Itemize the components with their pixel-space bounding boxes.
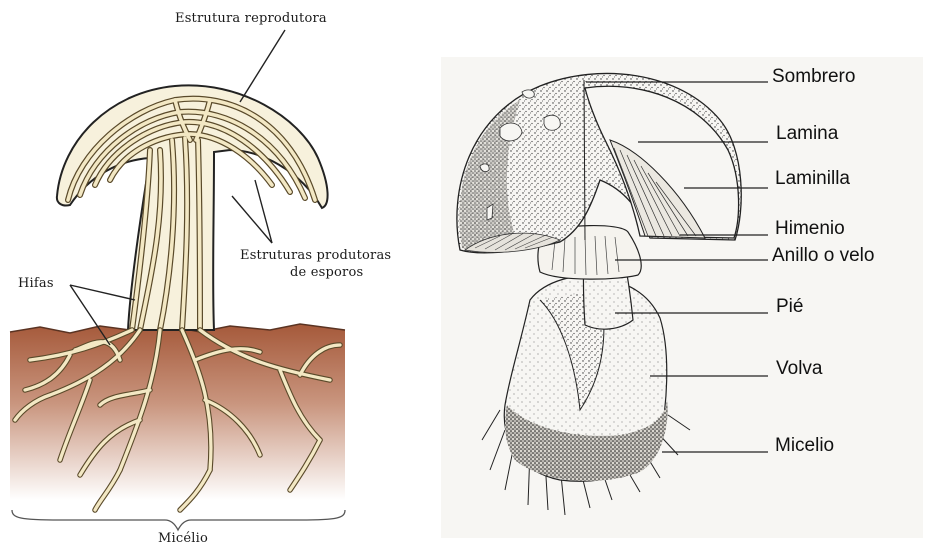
label-spore-structures-line1: Estruturas produtoras: [240, 248, 391, 263]
mycelium-brace: [12, 510, 345, 530]
soil-layer: [10, 324, 345, 500]
label-reproductive-structure: Estrutura reprodutora: [175, 11, 327, 26]
label-gill: Laminilla: [775, 168, 850, 189]
leader-reproductive-structure: [240, 30, 285, 102]
label-spore-structures-line2: de esporos: [290, 265, 363, 280]
label-mycelium-right: Micelio: [775, 435, 834, 456]
label-volva: Volva: [776, 358, 823, 379]
label-cap: Sombrero: [772, 66, 855, 87]
fungus-hyphae-diagram: Estrutura reprodutora Estruturas produto…: [10, 11, 391, 546]
label-hymenium: Himenio: [775, 218, 845, 239]
label-blade: Lamina: [776, 123, 839, 144]
label-stem: Pié: [776, 296, 803, 317]
leader-hyphae-1: [70, 285, 135, 300]
label-ring: Anillo o velo: [772, 245, 874, 266]
label-mycelium-left: Micélio: [158, 531, 208, 546]
label-hyphae: Hifas: [18, 276, 54, 291]
mushroom-anatomy-diagram: Sombrero Lamina Laminilla Himenio Anillo…: [441, 57, 923, 538]
